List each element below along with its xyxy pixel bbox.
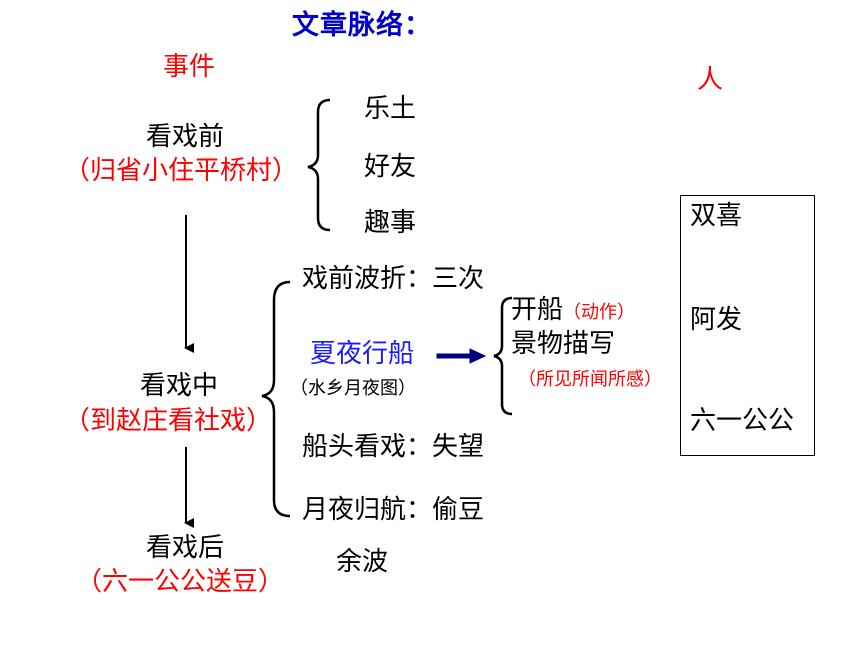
- during-item-boat-sub: （水乡月夜图）: [290, 378, 416, 399]
- during-item-return: 月夜归航：偷豆: [302, 495, 485, 525]
- people-header: 人: [697, 65, 724, 95]
- boat-detail-launch-text: 开船: [511, 295, 564, 325]
- before-item-fun: 趣事: [364, 208, 417, 238]
- during-item-watching: 船头看戏：失望: [302, 432, 485, 462]
- boat-detail-scenery: 景物描写: [511, 329, 616, 359]
- boat-detail-launch: 开船（动作）: [511, 297, 635, 323]
- people-box: [680, 195, 815, 456]
- before-item-paradise: 乐土: [364, 94, 417, 124]
- events-header: 事件: [163, 52, 216, 82]
- stage-after-name: 看戏后: [146, 533, 225, 563]
- stage-after-detail: （六一公公送豆）: [76, 567, 285, 597]
- person-afa: 阿发: [690, 305, 743, 335]
- brace-boat: [493, 296, 513, 416]
- arrow-boat-details: [436, 348, 487, 364]
- stage-before-name: 看戏前: [146, 122, 225, 152]
- during-item-setbacks: 戏前波折：三次: [302, 264, 485, 294]
- stage-before-detail: （归省小住平桥村）: [64, 156, 299, 186]
- diagram-title: 文章脉络：: [292, 10, 432, 41]
- stage-during-detail: （到赵庄看社戏）: [64, 406, 273, 436]
- boat-detail-launch-note: （动作）: [563, 302, 636, 323]
- before-item-friends: 好友: [364, 152, 417, 182]
- person-shuangxi: 双喜: [690, 201, 743, 231]
- person-liuyi: 六一公公: [690, 406, 795, 436]
- after-aftermath: 余波: [336, 547, 389, 577]
- brace-during: [261, 280, 291, 518]
- boat-detail-perception: （所见所闻所感）: [518, 369, 662, 390]
- during-item-boat: 夏夜行船: [310, 339, 415, 369]
- stage-during-name: 看戏中: [140, 371, 219, 401]
- brace-before: [307, 98, 331, 232]
